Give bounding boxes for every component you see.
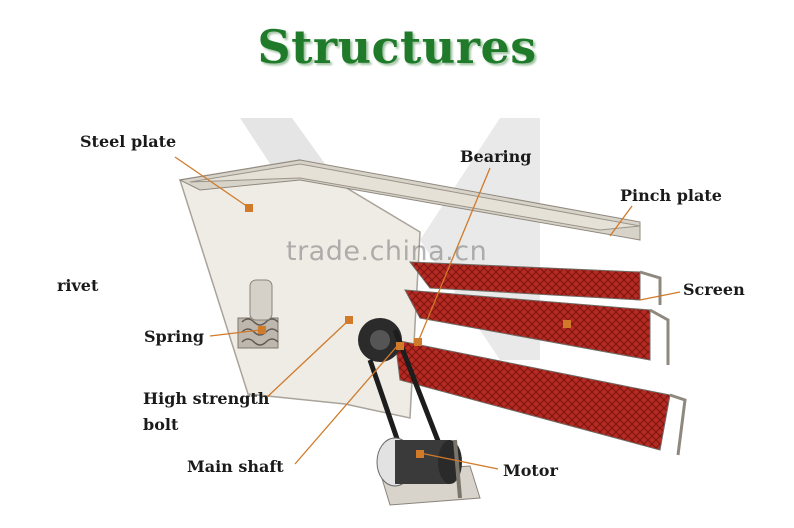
screen-deck-2 [404, 289, 651, 361]
leader-bearing [417, 167, 491, 343]
diagram-title: Structures [257, 20, 537, 74]
label-high-strength-bolt-line1: High strength [143, 389, 270, 408]
label-bearing: Bearing [460, 147, 532, 166]
marker-motor [416, 450, 424, 458]
leader-spring [209, 329, 261, 337]
marker-steel-plate [245, 204, 253, 212]
leader-bolt [264, 319, 350, 400]
deck-rail-3 [669, 393, 687, 456]
leader-steel-plate [174, 156, 249, 208]
leader-motor [419, 452, 499, 470]
label-rivet: rivet [57, 276, 99, 295]
feed-chute [189, 163, 641, 231]
leader-screen [639, 291, 681, 301]
label-motor: Motor [503, 461, 558, 480]
marker-main-shaft [396, 342, 404, 350]
motor-unit [376, 437, 481, 506]
label-steel-plate: Steel plate [80, 132, 177, 151]
leader-main-shaft [294, 344, 399, 465]
label-high-strength-bolt-line2: bolt [143, 415, 179, 434]
marker-spring [258, 326, 266, 334]
marker-bolt [345, 316, 353, 324]
screen-deck-3 [394, 339, 671, 451]
label-spring: Spring [144, 327, 205, 346]
label-pinch-plate: Pinch plate [620, 186, 722, 205]
watermark-text: trade.china.cn [286, 236, 488, 267]
label-main-shaft: Main shaft [187, 457, 284, 476]
side-plate [179, 159, 421, 419]
label-screen: Screen [683, 280, 745, 299]
deck-rail-2 [649, 308, 670, 365]
marker-screen [563, 320, 571, 328]
top-rail [178, 159, 641, 241]
marker-bearing [414, 338, 422, 346]
leader-pinch-plate [609, 205, 633, 237]
